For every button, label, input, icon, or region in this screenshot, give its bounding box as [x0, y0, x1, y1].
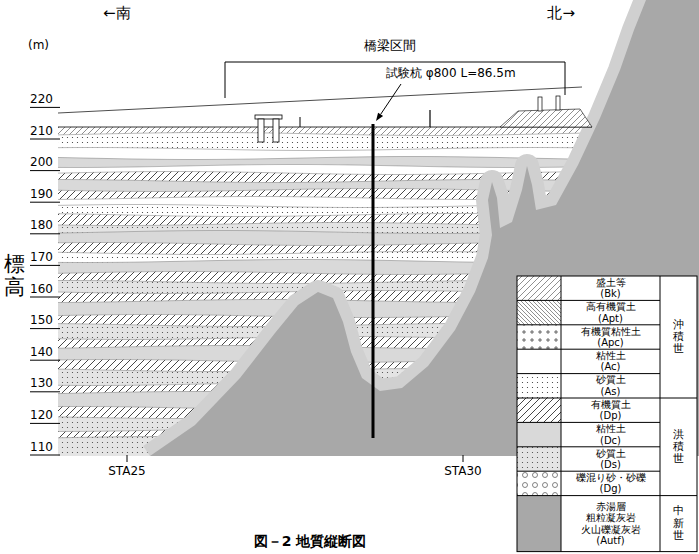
legend-label: 砂質土 (As): [595, 374, 626, 397]
legend-grid: [517, 495, 660, 496]
age-label: 洪積世: [673, 429, 684, 465]
axis-tick: [30, 170, 60, 171]
axis-value: 140: [30, 345, 53, 359]
legend-grid: [517, 349, 660, 350]
road-profile: [58, 87, 582, 113]
axis-tick: [30, 328, 60, 329]
legend-label: 赤湯層 粗粒凝灰岩 火山礫凝灰岩 (Autf): [580, 501, 641, 547]
legend-label: 礫混り砂・砂礫 (Dg): [575, 472, 646, 495]
figure-caption: 図－2 地質縦断図: [254, 533, 367, 550]
bedrock: [150, 0, 699, 456]
pier-cap: [255, 115, 282, 119]
legend-label: 盛土等 (Bk): [595, 277, 626, 300]
legend-grid: [517, 300, 660, 301]
legend-label: 有機質粘性土 (Apc): [580, 326, 641, 349]
legend-grid: [561, 276, 562, 552]
legend-grid: [517, 324, 660, 325]
leader-arrowhead: [376, 113, 383, 121]
axis-value: 150: [30, 313, 53, 327]
legend-swatch: [517, 374, 561, 398]
axis-value: 220: [30, 92, 53, 106]
axis-value: 160: [30, 282, 53, 296]
axis-tick: [30, 455, 60, 456]
station-label: STA25: [108, 464, 146, 478]
legend-label: 高有機質土 (Apt): [585, 301, 636, 324]
legend-grid: [517, 373, 660, 374]
axis-value: 190: [30, 187, 53, 201]
legend-grid: [660, 398, 697, 399]
legend-label: 有機質土 (Dp): [590, 399, 631, 422]
legend-background: [517, 276, 697, 552]
pier-column: [273, 119, 279, 142]
axis-value: 200: [30, 155, 53, 169]
axis-value: 120: [30, 408, 53, 422]
legend-swatch: [517, 349, 561, 373]
axis-tick: [30, 391, 60, 392]
pole: [429, 110, 430, 127]
axis-tick: [30, 360, 60, 361]
axis-tick: [30, 233, 60, 234]
legend-grid: [517, 398, 660, 399]
station-tick: [127, 455, 128, 462]
legend-swatch: [517, 325, 561, 349]
axis-tick: [30, 139, 60, 140]
legend-grid: [517, 471, 660, 472]
legend-grid: [660, 276, 661, 552]
legend-grid: [660, 495, 697, 496]
post: [556, 96, 560, 110]
legend-table: [517, 276, 697, 552]
legend-label: 粘性土 (Ac): [595, 350, 626, 373]
legend-swatch: [517, 398, 561, 422]
axis-value: 170: [30, 250, 53, 264]
axis-ticks: [30, 107, 60, 455]
legend-swatch: [517, 447, 561, 471]
axis-title: 標高: [4, 253, 25, 299]
legend-swatch: [517, 471, 561, 495]
direction-label: 北→: [547, 4, 575, 22]
legend-grid: [517, 422, 660, 423]
legend-swatch: [517, 422, 561, 446]
axis-tick: [30, 423, 60, 424]
axis-value: 180: [30, 218, 53, 232]
legend-frame: [517, 276, 697, 552]
legend-swatch: [517, 300, 561, 324]
axis-value: 110: [30, 440, 53, 454]
axis-tick: [30, 107, 60, 108]
legend-grid: [517, 446, 660, 447]
embankment: [500, 109, 592, 127]
legend-label: 砂質土 (Ds): [595, 448, 626, 471]
age-label: 中新世: [673, 505, 684, 541]
leader-line: [381, 84, 401, 114]
axis-value: 130: [30, 376, 53, 390]
pile-label: 試験杭 φ800 L=86.5m: [386, 66, 516, 80]
legend-swatch: [517, 496, 561, 552]
age-label: 沖積世: [673, 319, 684, 355]
direction-label: ←南: [103, 4, 131, 22]
station-label: STA30: [444, 464, 482, 478]
section-label: 橋梁区間: [364, 38, 416, 54]
axis-tick: [30, 265, 60, 266]
post: [538, 97, 542, 111]
axis-unit: (m): [28, 38, 49, 52]
legend-label: 粘性土 (Dc): [595, 423, 626, 446]
axis-tick: [30, 297, 60, 298]
surface-features: [58, 62, 592, 462]
station-tick: [463, 455, 464, 462]
bedrock-mass: [150, 0, 699, 456]
axis-value: 210: [30, 124, 53, 138]
axis-tick: [30, 202, 60, 203]
legend-swatch: [517, 276, 561, 300]
pier-column: [258, 119, 264, 142]
pole: [300, 117, 301, 127]
test-pile: [372, 124, 375, 438]
